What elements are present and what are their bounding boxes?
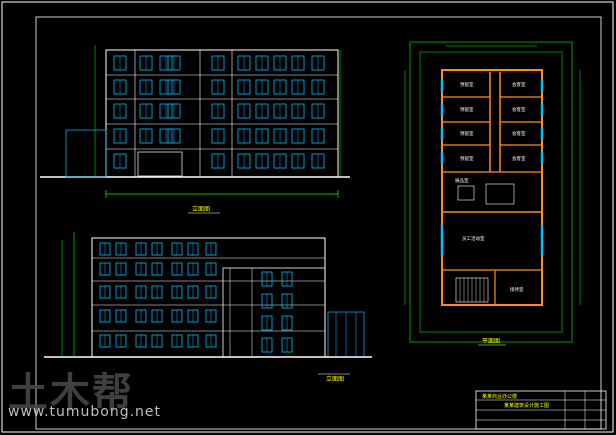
room-label: 预留室: [460, 155, 474, 162]
title-block-subtitle: 某某建筑设计施工图: [504, 402, 549, 409]
room-label: 接待室: [510, 286, 524, 293]
room-label: 预留室: [460, 130, 474, 137]
title-block: 某某商业办公楼 某某建筑设计施工图: [475, 390, 607, 430]
floor-plan: 预留室 预留室 预留室 预留室 会客室 会客室 会客室 会客室 展品室 员工活动…: [404, 41, 581, 346]
room-label: 会客室: [512, 106, 526, 113]
watermark-url: www.tumubong.net: [8, 404, 162, 420]
room-label: 员工活动室: [462, 235, 485, 242]
front-elevation-label: 立面图: [192, 205, 210, 213]
side-elevation-label: 立面图: [326, 375, 344, 383]
room-label: 会客室: [512, 81, 526, 88]
side-elevation: 立面图: [44, 232, 372, 383]
room-label: 展品室: [455, 177, 469, 184]
title-block-project: 某某商业办公楼: [482, 393, 517, 400]
watermark-logo: 土木帮: [8, 370, 134, 416]
floor-plan-label: 平面图: [482, 338, 500, 345]
room-label: 会客室: [512, 130, 526, 137]
room-label: 会客室: [512, 155, 526, 162]
room-label: 预留室: [460, 106, 474, 113]
drawing-inner-frame: [35, 16, 602, 430]
room-label: 预留室: [460, 81, 474, 88]
front-elevation: 立面图: [40, 45, 350, 214]
